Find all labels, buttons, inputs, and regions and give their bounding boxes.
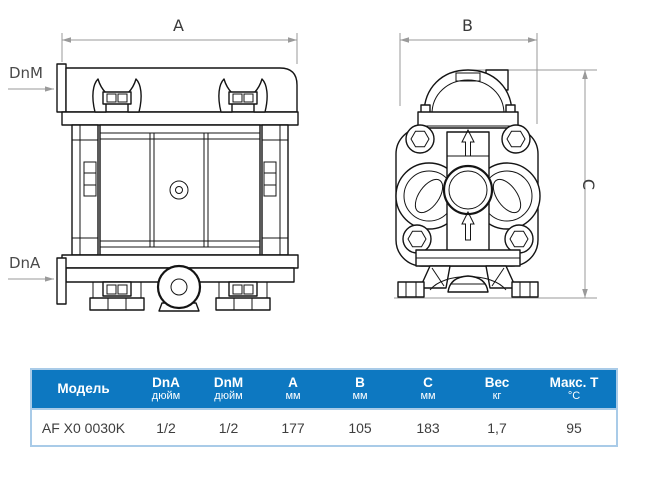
dim-label-b: B xyxy=(462,16,473,35)
dim-label-a: A xyxy=(173,16,184,35)
side-view-drawing xyxy=(395,69,541,298)
bottom-port xyxy=(56,257,67,305)
col-header-dna: DnA дюйм xyxy=(151,374,181,403)
flow-arrow-up-bottom xyxy=(461,210,475,241)
spec-table-header: Модель DnA дюйм DnM дюйм A мм B мм C мм xyxy=(32,370,616,410)
col-header-a: A мм xyxy=(285,374,301,403)
bottom-clamp-right xyxy=(215,281,271,311)
air-dome xyxy=(423,69,513,115)
technical-drawing: A B C DnM DnA xyxy=(8,16,599,312)
col-header-weight: Вес кг xyxy=(484,374,510,403)
side-housing-right xyxy=(261,124,289,256)
top-clamp-left xyxy=(92,78,142,113)
pump-drawing-svg xyxy=(8,33,597,312)
muffler xyxy=(156,264,202,312)
table-row: AF X0 0030K 1/2 1/2 177 105 183 1,7 95 xyxy=(32,410,616,445)
cell-b: 105 xyxy=(348,419,372,436)
col-header-max-temp: Макс. Т °С xyxy=(549,374,599,403)
col-header-b: B мм xyxy=(352,374,368,403)
top-clamp-right xyxy=(218,78,268,113)
front-view-drawing xyxy=(56,63,299,312)
hex-bolts xyxy=(402,124,534,254)
center-bolt xyxy=(169,180,189,200)
spec-table-body: AF X0 0030K 1/2 1/2 177 105 183 1,7 95 xyxy=(32,410,616,445)
flow-arrow-up-top xyxy=(461,128,475,157)
cell-c: 183 xyxy=(416,419,440,436)
cell-dna: 1/2 xyxy=(156,419,176,436)
cell-model: AF X0 0030K xyxy=(41,419,126,436)
top-port xyxy=(56,63,67,113)
cell-weight: 1,7 xyxy=(487,419,507,436)
col-header-c: C мм xyxy=(420,374,436,403)
port-label-dnm: DnM xyxy=(9,64,43,82)
col-header-model: Модель xyxy=(57,381,110,397)
spec-table: Модель DnA дюйм DnM дюйм A мм B мм C мм xyxy=(30,368,618,447)
cell-a: 177 xyxy=(281,419,305,436)
pump-body-front xyxy=(99,124,261,256)
port-label-dna: DnA xyxy=(9,254,41,272)
cell-dnm: 1/2 xyxy=(218,419,239,436)
bottom-clamp-left xyxy=(89,281,145,311)
col-header-dnm: DnM дюйм xyxy=(213,374,244,403)
side-housing-left xyxy=(71,124,99,256)
base-stand xyxy=(397,249,539,298)
dim-label-c: C xyxy=(579,178,599,191)
center-port xyxy=(442,164,494,216)
cell-max-temp: 95 xyxy=(566,419,582,436)
